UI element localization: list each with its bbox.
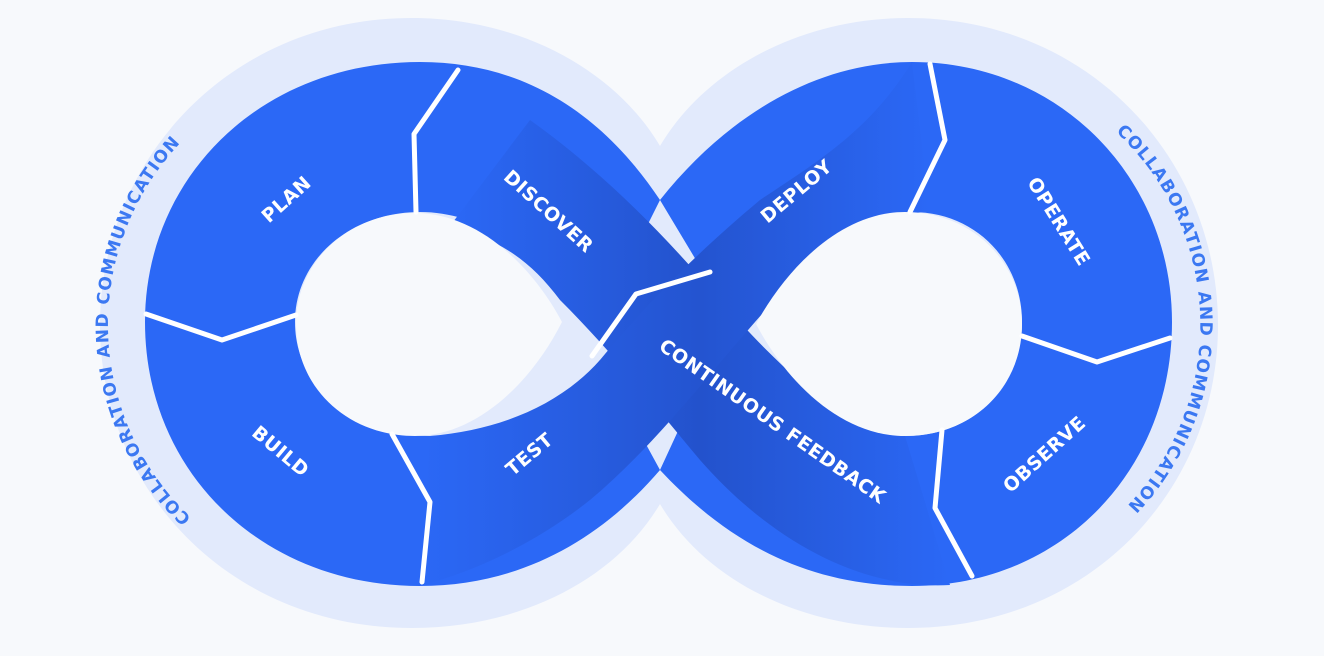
left-loop-hole	[296, 213, 562, 436]
right-loop-hole	[756, 212, 1022, 436]
infinity-band	[145, 62, 1172, 586]
segment-dividers	[143, 61, 1173, 585]
